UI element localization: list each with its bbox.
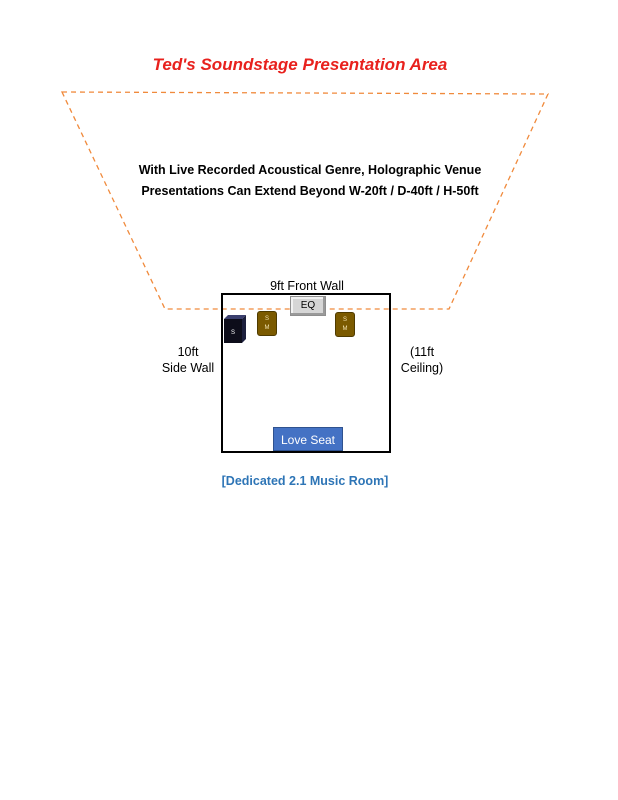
ceiling-line2: Ceiling) <box>400 361 444 375</box>
satellite-right-line2: M <box>342 326 348 332</box>
satellite-speaker-right: S M <box>335 312 355 337</box>
side-wall-line2: Side Wall <box>161 361 215 375</box>
soundstage-note-line1: With Live Recorded Acoustical Genre, Hol… <box>138 163 482 177</box>
ceiling-line1: (11ft <box>409 345 435 359</box>
side-wall-label: 10ft Side Wall <box>160 344 216 376</box>
satellite-speaker-left: S M <box>257 311 277 336</box>
soundstage-note: With Live Recorded Acoustical Genre, Hol… <box>110 160 510 202</box>
soundstage-trapezoid <box>60 91 550 310</box>
side-wall-line1: 10ft <box>177 345 199 359</box>
page-title: Ted's Soundstage Presentation Area <box>152 55 448 74</box>
satellite-left-line2: M <box>264 325 270 331</box>
satellite-right-line1: S <box>342 317 347 323</box>
subwoofer-label: S <box>231 330 235 336</box>
ceiling-label: (11ft Ceiling) <box>398 344 446 376</box>
front-wall-label: 9ft Front Wall <box>270 279 344 293</box>
eq-unit: EQ <box>290 296 326 316</box>
soundstage-note-line2: Presentations Can Extend Beyond W-20ft /… <box>141 184 479 198</box>
love-seat: Love Seat <box>273 427 343 451</box>
satellite-left-line1: S <box>264 316 269 322</box>
music-room <box>221 293 391 453</box>
room-caption: [Dedicated 2.1 Music Room] <box>221 474 389 488</box>
subwoofer-cube: S <box>224 315 246 343</box>
